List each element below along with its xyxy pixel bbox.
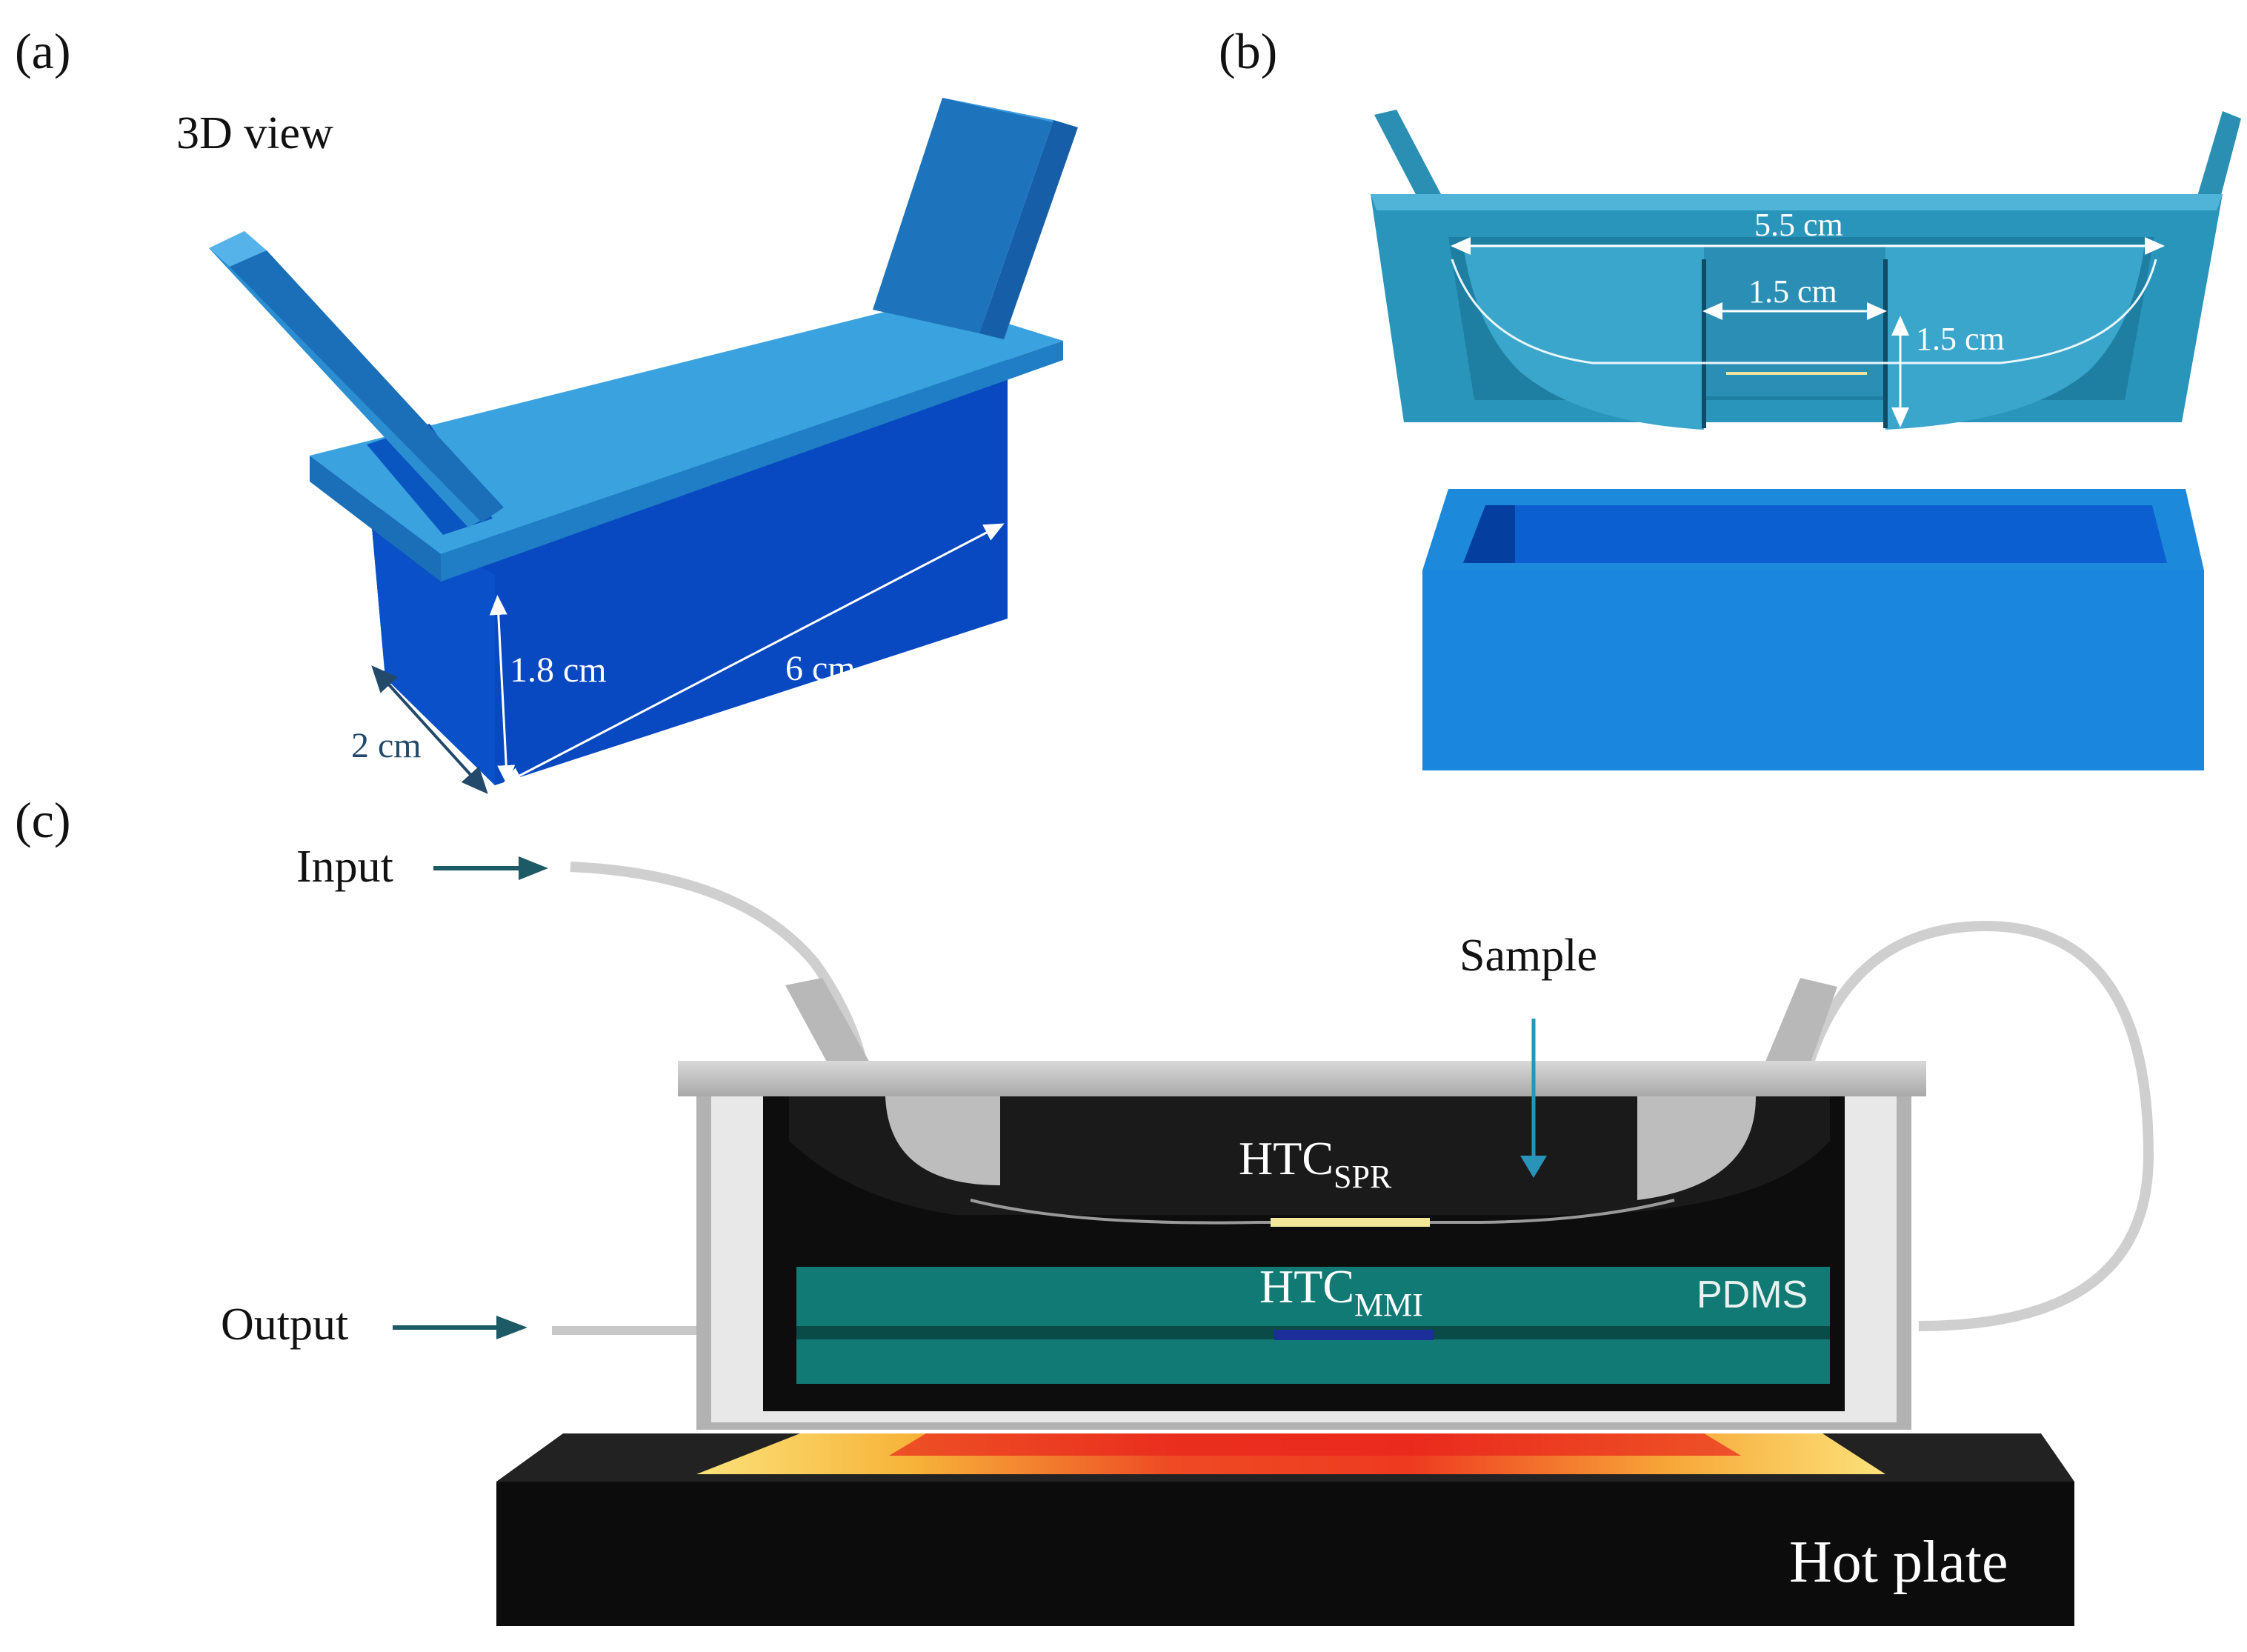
output-arrow-head — [496, 1316, 527, 1339]
input-label: Input — [296, 842, 393, 892]
right-lid-handle — [1763, 978, 1837, 1070]
mmi-sensor — [1274, 1330, 1434, 1340]
bowl-center — [1704, 244, 1885, 396]
panel-c-label: (c) — [15, 792, 70, 848]
bowl-insert — [789, 1096, 1830, 1215]
open-box-inner — [1463, 505, 2167, 563]
view-label: 3D view — [176, 108, 333, 159]
heat-zone-inner — [889, 1433, 1741, 1456]
span-label: 5.5 cm — [1754, 207, 1843, 243]
bowl-fiber — [970, 1199, 1675, 1225]
left-lid-handle — [785, 978, 874, 1074]
frame-top-edge — [1371, 194, 2223, 210]
right-handle-top — [942, 98, 1078, 127]
lid-front-edge — [441, 341, 1063, 582]
bowl-left — [1463, 244, 1704, 430]
width-label: 2 cm — [351, 726, 422, 765]
bowl-right — [1885, 244, 2145, 430]
hot-plate-body — [496, 1482, 2074, 1626]
right-handle-side — [979, 120, 1078, 339]
spr-sensor — [1271, 1218, 1430, 1227]
panel-a-label: (a) — [15, 23, 70, 79]
fiber-line — [1451, 259, 2157, 364]
sample-arrow-head — [1520, 1156, 1547, 1178]
lid-side-edge — [310, 456, 441, 582]
left-handle-edge — [230, 250, 504, 522]
open-box-front — [1422, 570, 2204, 770]
htc-spr-label: HTCSPR — [1239, 1132, 1392, 1195]
hot-plate-label: Hot plate — [1789, 1530, 2008, 1595]
htc-mmi-label: HTCMMI — [1259, 1260, 1423, 1323]
bowl-right-arm — [1637, 1096, 1756, 1200]
pdms-lower — [796, 1339, 1830, 1384]
length-label: 6 cm — [785, 649, 856, 688]
output-label: Output — [221, 1299, 348, 1350]
width-arrow — [371, 665, 488, 794]
pdms-label: PDMS — [1697, 1273, 1808, 1316]
depth-label: 1.8 cm — [510, 650, 607, 690]
panel-a: (a) 3D view 1.8 cm 6 cm 2 cm — [15, 23, 1078, 794]
left-handle-top — [209, 231, 267, 267]
height-label: 1.5 cm — [1916, 321, 2005, 357]
open-box-inner-wall — [1463, 505, 1515, 563]
gap-label: 1.5 cm — [1748, 273, 1837, 310]
housing-lid — [678, 1061, 1926, 1096]
bowl-left-arm — [885, 1096, 1000, 1185]
length-arrow — [502, 523, 1005, 785]
pdms-upper — [796, 1267, 1830, 1326]
input-arrow-head — [519, 856, 548, 880]
panel-c: (c) HTCSPR Sample HTCMMI PDMS I — [15, 792, 2154, 1626]
frame-left-post — [1374, 110, 1441, 200]
output-fiber-right — [1802, 920, 2154, 1331]
panel-b: (b) 5.5 cm 1.5 cm 1.5 cm — [1219, 23, 2241, 770]
input-fiber — [570, 862, 868, 1068]
sample-label: Sample — [1459, 930, 1597, 981]
lid-top — [310, 300, 1063, 554]
right-handle-face — [873, 98, 1053, 333]
panel-b-label: (b) — [1219, 23, 1277, 79]
frame-right-post — [2197, 111, 2241, 204]
